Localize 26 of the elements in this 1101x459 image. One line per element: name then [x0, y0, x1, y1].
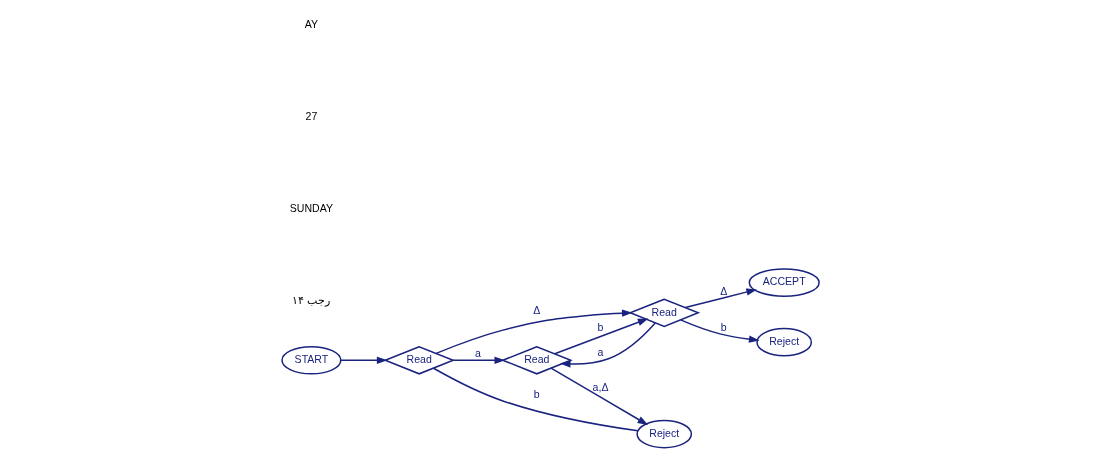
arrow	[679, 319, 760, 343]
label: SUNDAY	[289, 201, 333, 214]
edge-label: b	[720, 321, 727, 334]
edge-label: b	[597, 321, 604, 334]
node-ellipse: START	[281, 345, 342, 375]
arrow	[684, 288, 757, 309]
edge-label: a,Δ	[592, 380, 609, 393]
node-ellipse: Reject	[756, 327, 813, 357]
edge-label: b	[533, 388, 540, 401]
label: AY	[304, 17, 319, 30]
edge-label: Δ	[720, 284, 728, 297]
edge-label: a	[597, 345, 604, 358]
connector	[432, 367, 639, 432]
arrow	[550, 367, 649, 426]
node-ellipse: ACCEPT	[748, 268, 820, 297]
edge-label: Δ	[533, 304, 541, 317]
arrow	[452, 356, 506, 364]
node-ellipse: Reject	[636, 419, 693, 449]
arrow	[560, 322, 656, 368]
node-diamond: Read	[383, 345, 456, 375]
label: ۱۴ رجب	[292, 293, 331, 306]
arrow	[340, 356, 388, 364]
arrow	[435, 309, 633, 355]
label: 27	[305, 109, 318, 122]
arrow	[554, 318, 649, 355]
edge-label: a	[475, 347, 481, 360]
